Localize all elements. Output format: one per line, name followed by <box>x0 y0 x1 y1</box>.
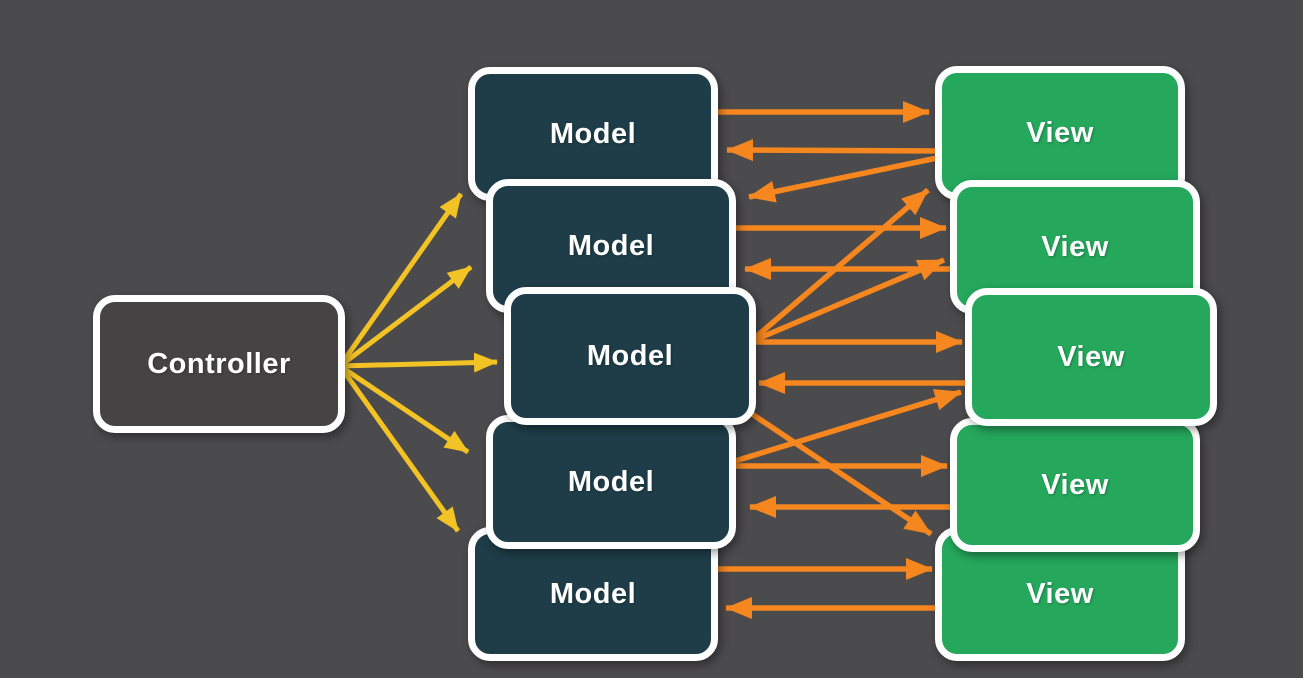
controller-label: Controller <box>147 347 291 380</box>
view-1-box: View <box>935 66 1185 200</box>
model-3-label: Model <box>586 339 674 372</box>
arrow-model-3-to-view-1 <box>748 187 930 345</box>
model-5-label: Model <box>549 577 637 610</box>
arrow-controller-to-model-5 <box>337 364 461 533</box>
view-4-label: View <box>1041 468 1109 501</box>
arrow-model-4-to-view-3 <box>734 389 962 464</box>
controller-box: Controller <box>93 295 345 433</box>
model-4-box: Model <box>486 415 736 549</box>
arrow-controller-to-model-3 <box>339 352 498 373</box>
arrow-controller-to-model-1 <box>337 192 464 368</box>
arrow-view-1-to-model-2 <box>748 154 943 203</box>
view-3-label: View <box>1057 340 1125 373</box>
view-5-label: View <box>1026 577 1094 610</box>
view-3-box: View <box>965 288 1217 426</box>
view-1-label: View <box>1026 116 1094 149</box>
arrow-model-3-to-view-2 <box>748 257 946 345</box>
view-4-box: View <box>950 418 1200 552</box>
model-2-label: Model <box>567 229 655 262</box>
arrow-view-1-to-model-1 <box>726 139 945 162</box>
model-1-box: Model <box>468 67 718 201</box>
model-1-label: Model <box>549 117 637 150</box>
arrow-controller-to-model-2 <box>338 265 473 368</box>
arrow-model-3-to-view-4 <box>747 409 933 537</box>
arrow-controller-to-model-4 <box>338 363 470 455</box>
view-2-label: View <box>1041 230 1109 263</box>
model-3-box: Model <box>504 287 756 425</box>
model-4-label: Model <box>567 465 655 498</box>
